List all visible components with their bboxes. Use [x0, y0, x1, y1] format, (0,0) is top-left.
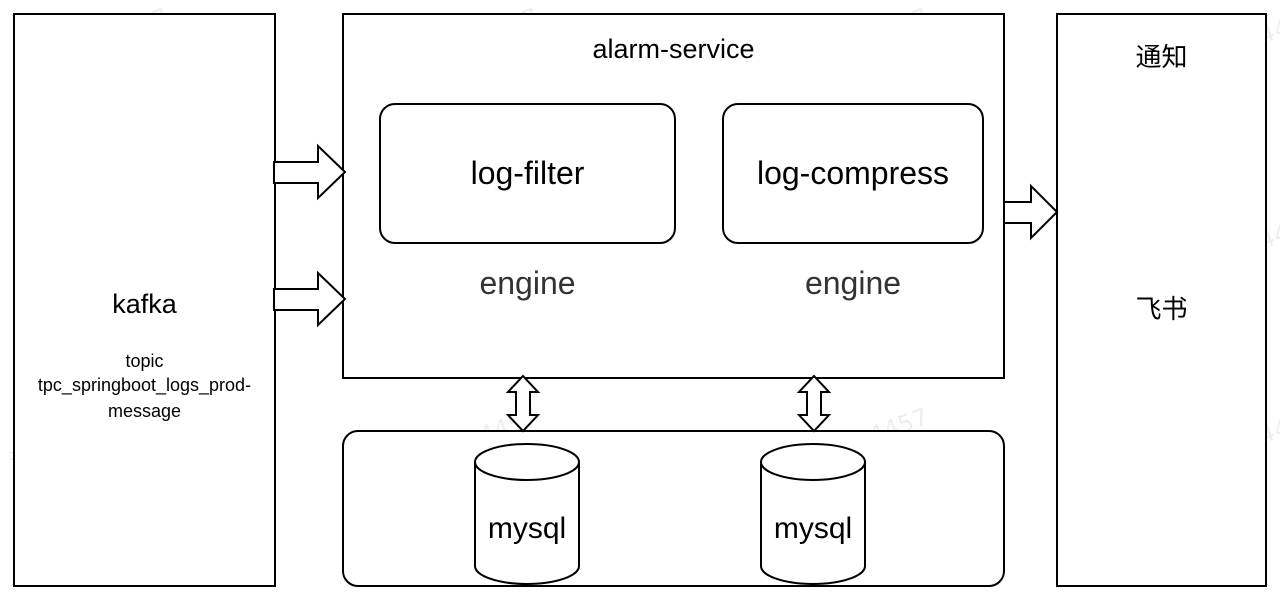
kafka-topic-label: topic — [125, 351, 164, 371]
log-filter-engine-caption: engine — [479, 265, 576, 301]
log-compress-module[interactable]: log-compress — [722, 103, 984, 244]
kafka-topic-name-line1: tpc_springboot_logs_prod- — [37, 375, 252, 395]
bidirectional-arrow-icon — [796, 374, 832, 433]
notification-box[interactable]: 通知 飞书 — [1056, 13, 1267, 587]
mysql-label: mysql — [773, 512, 853, 545]
alarm-service-box[interactable]: alarm-service log-filter engine log-comp… — [342, 13, 1005, 379]
notification-channel-feishu: 飞书 — [1135, 294, 1188, 324]
notification-title: 通知 — [1135, 42, 1188, 72]
kafka-box[interactable]: kafka topic tpc_springboot_logs_prod- me… — [13, 13, 276, 587]
flow-arrow-icon — [1003, 183, 1059, 241]
flow-arrow-icon — [273, 143, 347, 201]
log-compress-label: log-compress — [756, 155, 950, 191]
mysql-label: mysql — [487, 512, 567, 545]
alarm-service-title: alarm-service — [592, 34, 755, 64]
kafka-title: kafka — [112, 289, 177, 319]
database-container[interactable] — [342, 430, 1005, 587]
log-compress-engine-caption: engine — [804, 265, 902, 301]
log-filter-module[interactable]: log-filter — [379, 103, 676, 244]
log-filter-label: log-filter — [470, 155, 585, 191]
flow-arrow-icon — [273, 270, 347, 328]
kafka-topic-name-line2: message — [107, 401, 182, 421]
